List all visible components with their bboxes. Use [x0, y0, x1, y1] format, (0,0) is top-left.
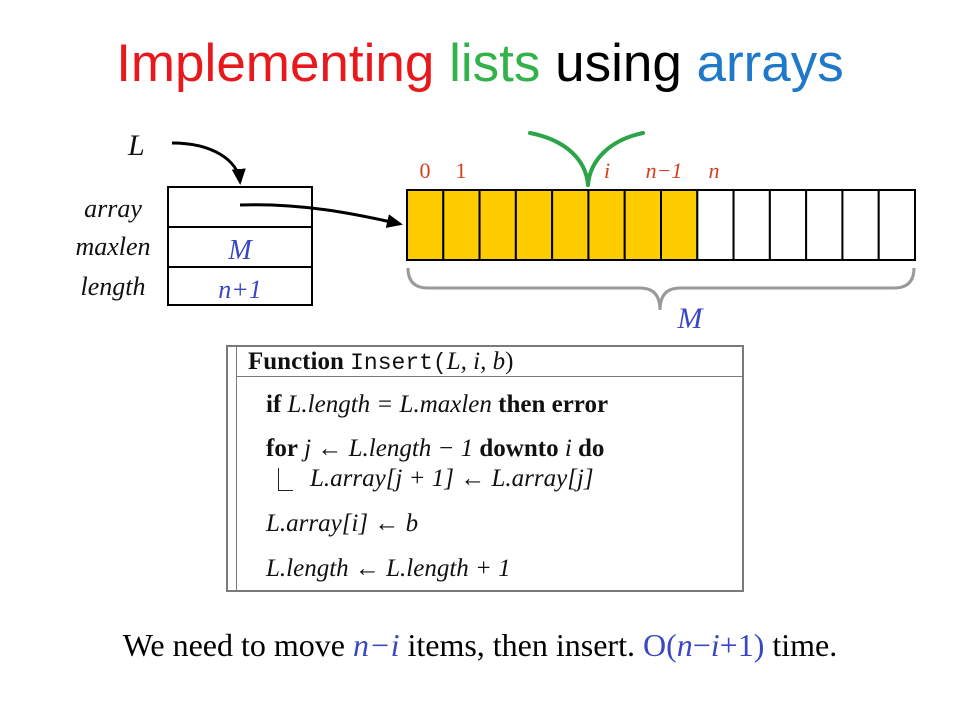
- array-cell: [805, 189, 844, 261]
- array-size-brace: [406, 267, 916, 311]
- algorithm-header-rule: [236, 376, 742, 377]
- for-keyword: for: [266, 435, 298, 462]
- title-word-using: using: [555, 34, 682, 93]
- note-part-2: items, then insert.: [399, 627, 643, 663]
- note-part-1: We need to move: [122, 627, 353, 663]
- note-cost-close: +1): [719, 627, 765, 663]
- if-condition: L.length = L.maxlen: [287, 391, 492, 418]
- insert-bracket-left: [528, 131, 590, 187]
- algorithm-box: Function Insert(L, i, b) if L.length = L…: [226, 345, 744, 592]
- for-line: for j ← L.length − 1 downto i do: [266, 435, 604, 463]
- algorithm-header: Function Insert(L, i, b): [248, 348, 513, 376]
- pointer-label: L: [127, 129, 145, 162]
- if-line: if L.length = L.maxlen then error: [266, 391, 608, 419]
- title-word-implementing: Implementing: [116, 34, 435, 93]
- if-keyword: if: [266, 391, 282, 418]
- length-value: n+1: [218, 275, 262, 304]
- array-cell: [551, 189, 590, 261]
- maxlen-value: M: [227, 235, 253, 266]
- index-label-n-minus-1: n−1: [646, 158, 683, 183]
- function-close-paren: ): [505, 348, 514, 375]
- index-label-n: n: [709, 158, 720, 183]
- function-keyword: Function: [248, 348, 344, 375]
- index-label-0: 0: [420, 158, 431, 183]
- do-keyword: do: [578, 435, 605, 462]
- function-name: Insert(: [350, 350, 447, 376]
- field-label-maxlen: maxlen: [75, 232, 150, 261]
- function-params: L, i, b: [446, 348, 506, 375]
- array-cell: [768, 189, 808, 261]
- array-cell: [696, 189, 735, 261]
- title-word-arrays: arrays: [696, 34, 844, 93]
- array-cell: [877, 189, 917, 261]
- index-label-i: i: [604, 158, 610, 183]
- field-label-length: length: [81, 272, 146, 301]
- note-moved-count: n−i: [352, 627, 400, 663]
- downto-keyword: downto: [479, 435, 559, 462]
- insert-bracket-right: [586, 131, 645, 187]
- then-error-keyword: then error: [498, 391, 609, 418]
- array-cell: [623, 189, 663, 261]
- field-label-array: array: [84, 194, 142, 223]
- algorithm-left-rule: [236, 347, 237, 590]
- slide-title: Implementing lists using arrays: [0, 33, 960, 95]
- note-cost-n: n: [676, 627, 693, 663]
- increment-line: L.length ← L.length + 1: [266, 555, 511, 582]
- array-cell: [732, 189, 771, 261]
- for-bound: i: [564, 435, 572, 462]
- array-cell: [442, 189, 481, 261]
- note-part-3: time.: [764, 627, 838, 663]
- complexity-note: We need to move n−i items, then insert. …: [0, 627, 960, 663]
- assign-line: L.array[i] ← b: [266, 510, 419, 537]
- array-cell: [587, 189, 626, 261]
- note-cost-open: O(: [642, 627, 677, 663]
- array-cell: [841, 189, 880, 261]
- title-word-lists: lists: [449, 34, 541, 93]
- array-cell: [514, 189, 554, 261]
- note-cost-minus: −: [692, 627, 711, 663]
- loop-body-bracket: [278, 468, 293, 491]
- struct-field-maxlen: [167, 226, 313, 268]
- array-size-label: M: [677, 302, 705, 335]
- array-cell: [406, 189, 445, 261]
- pointer-arrow: [171, 141, 246, 185]
- array-pointer-arrow: [239, 203, 403, 228]
- array-cell: [660, 189, 699, 261]
- loop-body-line: L.array[j + 1] ← L.array[j]: [310, 465, 594, 492]
- array-cells: [406, 189, 917, 261]
- array-cell: [478, 189, 517, 261]
- note-cost-i: i: [710, 627, 720, 663]
- index-label-1: 1: [456, 158, 467, 183]
- struct-field-length: [167, 266, 313, 306]
- for-init: j ← L.length − 1: [304, 435, 474, 462]
